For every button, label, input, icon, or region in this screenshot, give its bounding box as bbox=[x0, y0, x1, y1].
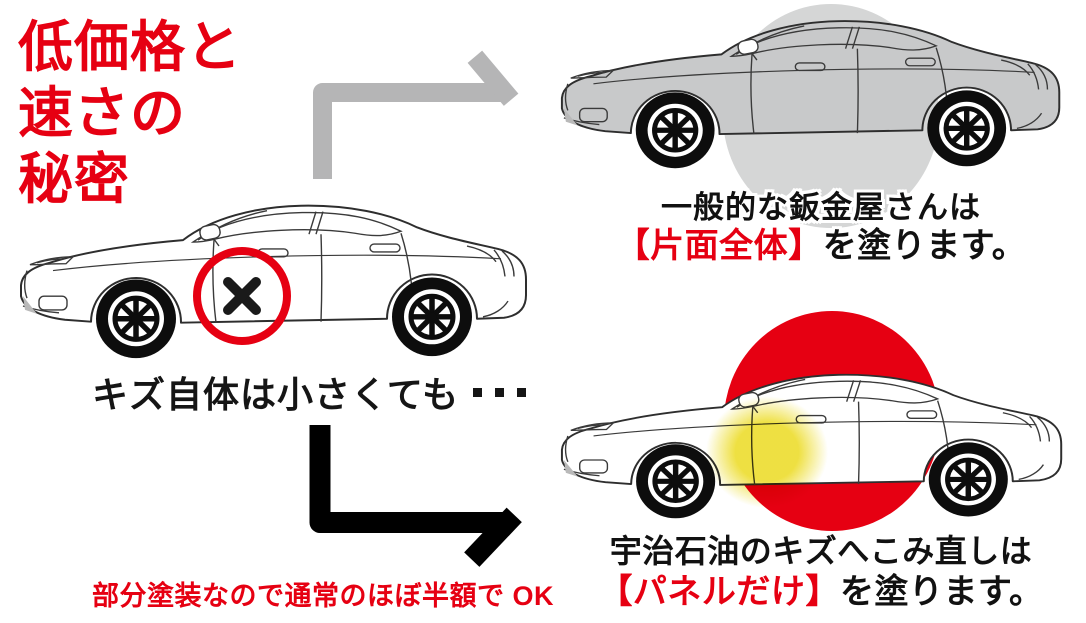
top-right-caption-line1: 一般的な鈑金屋さんは bbox=[661, 190, 981, 225]
footer-note: 部分塗装なので通常のほぼ半額で OK bbox=[92, 581, 555, 611]
sedan-side-gray-icon bbox=[556, 6, 1078, 172]
ellipsis-dots bbox=[473, 387, 527, 397]
x-circle-icon bbox=[193, 247, 291, 345]
panel-paint-spot bbox=[706, 396, 828, 508]
headline-line-2: 速さの bbox=[18, 82, 187, 144]
top-right-caption-line2: 【片面全体】を塗ります。 bbox=[556, 218, 1086, 267]
bottom-right-caption-highlight: 【パネルだけ】 bbox=[598, 573, 840, 611]
bent-arrow-up-right-icon bbox=[313, 50, 519, 179]
headline-line-3: 秘密 bbox=[18, 148, 131, 210]
bent-arrow-down-right-icon bbox=[309, 425, 522, 567]
bottom-right-caption-rest: を塗ります。 bbox=[839, 573, 1044, 611]
left-caption-text: キズ自体は小さくても bbox=[92, 374, 460, 415]
bottom-right-caption-line2: 【パネルだけ】を塗ります。 bbox=[556, 564, 1086, 613]
headline-line-1: 低価格と bbox=[18, 16, 243, 78]
top-right-caption-highlight: 【片面全体】 bbox=[615, 227, 823, 265]
bottom-right-caption-line1: 宇治石油のキズへこみ直しは bbox=[609, 533, 1033, 569]
top-right-caption-rest: を塗ります。 bbox=[822, 227, 1027, 265]
left-caption: キズ自体は小さくても bbox=[92, 366, 527, 418]
headline-title: 低価格と 速さの 秘密 bbox=[18, 14, 242, 212]
